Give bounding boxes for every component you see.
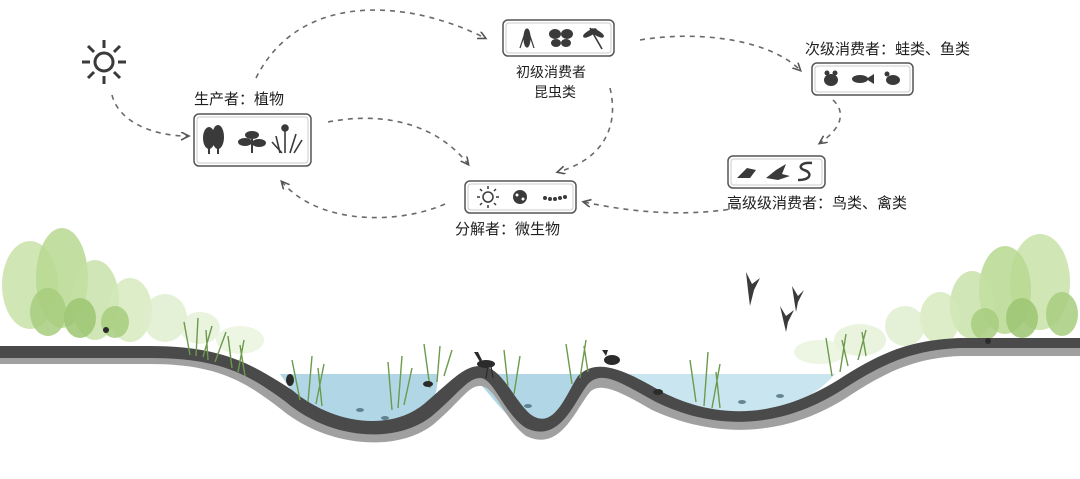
- heron-silhouette: [474, 352, 495, 379]
- grass-icon: [271, 124, 303, 154]
- small-animals: [103, 327, 991, 395]
- producer-node: [193, 113, 312, 167]
- arrow-decomposer-to-producer: [282, 182, 446, 219]
- arrow-secondary-to-tertiary: [820, 99, 842, 143]
- tertiary-consumer-node: [727, 155, 826, 189]
- primary-consumer-label-line2: 昆虫类: [534, 85, 576, 101]
- arrow-primary-to-secondary: [639, 35, 800, 70]
- microbe-icon: [477, 186, 499, 208]
- decomposer-node: [464, 180, 577, 214]
- ground-profile: [0, 338, 1080, 435]
- locust-icon: [519, 28, 535, 49]
- dragonfly-icon: [583, 27, 604, 50]
- snake-icon: [797, 161, 813, 182]
- worm-icon: [543, 195, 567, 201]
- water-right-pond: [600, 374, 835, 417]
- arrow-primary-to-decomposer: [558, 87, 614, 172]
- primary-consumer-label-line1: 初级消费者: [516, 65, 586, 81]
- tree-icon: [203, 125, 224, 154]
- decomposer-label: 分解者：微生物: [455, 220, 561, 238]
- right-tree-cluster: [794, 234, 1078, 364]
- mouse-icon: [884, 71, 900, 85]
- primary-consumer-node: [502, 19, 615, 57]
- sun-icon: [82, 40, 126, 84]
- producer-label: 生产者：植物: [194, 90, 285, 108]
- left-tree-cluster: [2, 228, 264, 354]
- duck-icon: [766, 164, 790, 180]
- energy-flow-arrows: [111, 9, 842, 219]
- fish-icon: [852, 74, 874, 84]
- arrow-producer-to-decomposer: [327, 117, 468, 164]
- fish-silhouettes: [356, 394, 784, 420]
- secondary-consumer-label: 次级消费者：蛙类、鱼类: [805, 40, 971, 58]
- flying-birds: [746, 272, 804, 332]
- egret-silhouette: [602, 350, 620, 365]
- bird-icon: [737, 168, 756, 178]
- arrow-tertiary-to-decomposer: [584, 202, 739, 214]
- butterfly-icon: [549, 29, 573, 47]
- tertiary-consumer-label: 高级级消费者：鸟类、禽类: [727, 194, 908, 212]
- arrow-producer-to-primary: [255, 9, 485, 79]
- secondary-consumer-node: [811, 62, 914, 96]
- leaf-icon: [238, 131, 266, 153]
- frog-icon: [824, 70, 838, 86]
- landscape-section: [0, 228, 1080, 443]
- reeds: [183, 317, 867, 411]
- ladybug-icon: [513, 190, 527, 204]
- arrow-sun-to-producer: [111, 94, 188, 136]
